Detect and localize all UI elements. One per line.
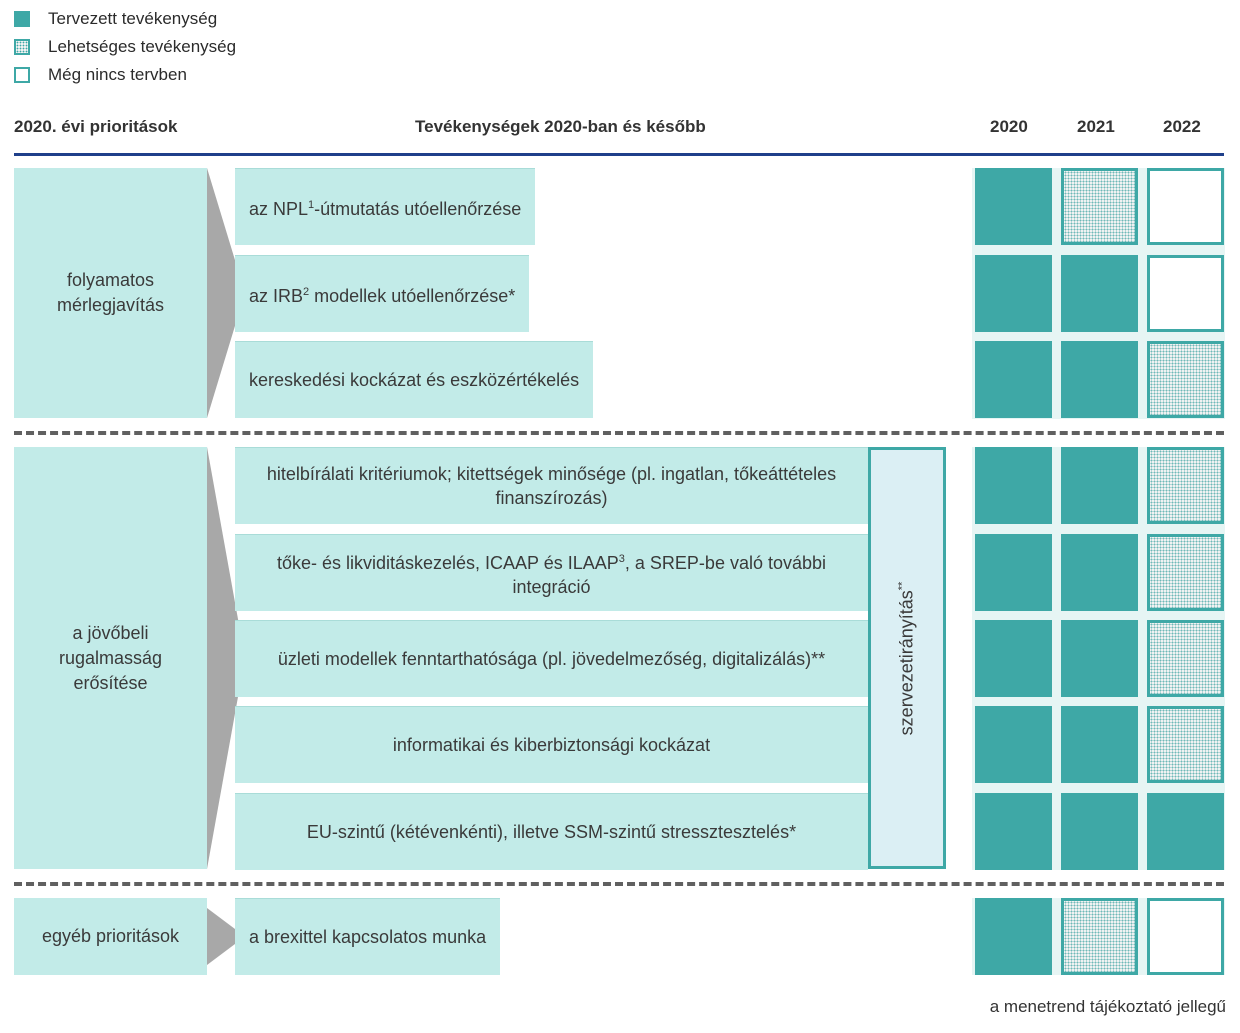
- activity-text: modellek utóellenőrzése*: [309, 286, 516, 306]
- status-cell-planned: [975, 534, 1052, 611]
- activity-brexit: a brexittel kapcsolatos munka: [235, 898, 501, 975]
- status-cell-planned: [1061, 620, 1138, 697]
- activity-text: , a SREP-be való további integráció: [512, 553, 827, 597]
- activity-text: informatikai és kiberbiztonsági kockázat: [392, 735, 711, 755]
- activity-text: hitelbírálati kritériumok; kitettségek m…: [266, 464, 837, 508]
- governance-box: szervezetirányítás**: [868, 447, 946, 869]
- priority-future-resilience: a jövőbeli rugalmasság erősítése: [14, 447, 207, 869]
- status-cell-planned: [1061, 255, 1138, 332]
- status-cell-planned: [975, 706, 1052, 783]
- footnote-mark: 3: [618, 553, 625, 565]
- priority-other: egyéb prioritások: [14, 898, 207, 975]
- activity-credit-underwriting: hitelbírálati kritériumok; kitettségek m…: [235, 447, 868, 524]
- activity-text: az IRB: [249, 286, 304, 306]
- footnote-mark: 2: [303, 286, 310, 298]
- activity-capital-liquidity: tőke- és likviditáskezelés, ICAAP és ILA…: [235, 534, 868, 611]
- status-cell-planned: [975, 898, 1052, 975]
- group-separator: [14, 882, 1224, 886]
- activity-text: üzleti modellek fenntarthatósága (pl. jö…: [277, 649, 826, 669]
- status-cell-planned: [975, 447, 1052, 524]
- priority-balance-sheet-repair: folyamatos mérlegjavítás: [14, 168, 207, 418]
- status-cell-possible: [1061, 168, 1138, 245]
- status-cell-possible: [1061, 898, 1138, 975]
- status-cell-planned: [1147, 793, 1224, 870]
- activity-trading-risk: kereskedési kockázat és eszközértékelés: [235, 341, 594, 418]
- footnote-mark: 1: [308, 199, 315, 211]
- activity-text: kereskedési kockázat és eszközértékelés: [249, 370, 580, 390]
- activity-text: a brexittel kapcsolatos munka: [249, 927, 487, 947]
- priority-label: a jövőbeli rugalmasság erősítése: [58, 622, 163, 693]
- status-cell-possible: [1147, 706, 1224, 783]
- status-cell-planned: [1061, 706, 1138, 783]
- status-cell-possible: [1147, 341, 1224, 418]
- status-cell-planned: [975, 793, 1052, 870]
- priorities-header: 2020. évi prioritások: [14, 117, 178, 136]
- status-cell-planned: [1061, 447, 1138, 524]
- footnote-mark: **: [896, 581, 909, 590]
- status-cell-planned: [975, 341, 1052, 418]
- activity-text: tőke- és likviditáskezelés, ICAAP és ILA…: [276, 553, 619, 573]
- legend-notyet: Még nincs tervben: [14, 64, 187, 86]
- footer-note: a menetrend tájékoztató jellegű: [989, 997, 1226, 1016]
- activity-text: -útmutatás utóellenőrzése: [314, 199, 522, 219]
- possible-swatch-icon: [14, 39, 30, 55]
- status-cell-planned: [1061, 534, 1138, 611]
- legend-notyet-label: Még nincs tervben: [48, 65, 187, 84]
- year-header-2020: 2020: [990, 117, 1028, 136]
- priority-arrow-icon: [207, 168, 245, 418]
- legend-planned-label: Tervezett tevékenység: [48, 9, 218, 28]
- status-cell-notyet: [1147, 168, 1224, 245]
- status-cell-planned: [975, 255, 1052, 332]
- activity-text: EU-szintű (kétévenkénti), illetve SSM-sz…: [306, 822, 797, 842]
- header-rule: [14, 153, 1224, 156]
- status-cell-planned: [975, 168, 1052, 245]
- notyet-swatch-icon: [14, 67, 30, 83]
- year-header-2021: 2021: [1077, 117, 1115, 136]
- activity-text: az NPL: [249, 199, 309, 219]
- activity-business-models: üzleti modellek fenntarthatósága (pl. jö…: [235, 620, 868, 697]
- status-cell-possible: [1147, 447, 1224, 524]
- activities-header: Tevékenységek 2020-ban és később: [415, 117, 706, 136]
- legend-planned: Tervezett tevékenység: [14, 8, 217, 30]
- activity-npl: az NPL1-útmutatás utóellenőrzése: [235, 168, 536, 245]
- planned-swatch-icon: [14, 11, 30, 27]
- status-cell-possible: [1147, 534, 1224, 611]
- status-cell-planned: [975, 620, 1052, 697]
- activity-irb: az IRB2 modellek utóellenőrzése*: [235, 255, 530, 332]
- status-cell-planned: [1061, 793, 1138, 870]
- legend-possible: Lehetséges tevékenység: [14, 36, 236, 58]
- status-cell-notyet: [1147, 255, 1224, 332]
- group-separator: [14, 431, 1224, 435]
- priority-arrow-icon: [207, 908, 245, 965]
- status-cell-notyet: [1147, 898, 1224, 975]
- activity-stress-test: EU-szintű (kétévenkénti), illetve SSM-sz…: [235, 793, 868, 870]
- year-header-2022: 2022: [1163, 117, 1201, 136]
- governance-label: szervezetirányítás: [896, 589, 917, 735]
- priority-arrow-icon: [207, 447, 245, 869]
- status-cell-planned: [1061, 341, 1138, 418]
- status-cell-possible: [1147, 620, 1224, 697]
- legend-possible-label: Lehetséges tevékenység: [48, 37, 237, 56]
- activity-it-cyber-risk: informatikai és kiberbiztonsági kockázat: [235, 706, 868, 783]
